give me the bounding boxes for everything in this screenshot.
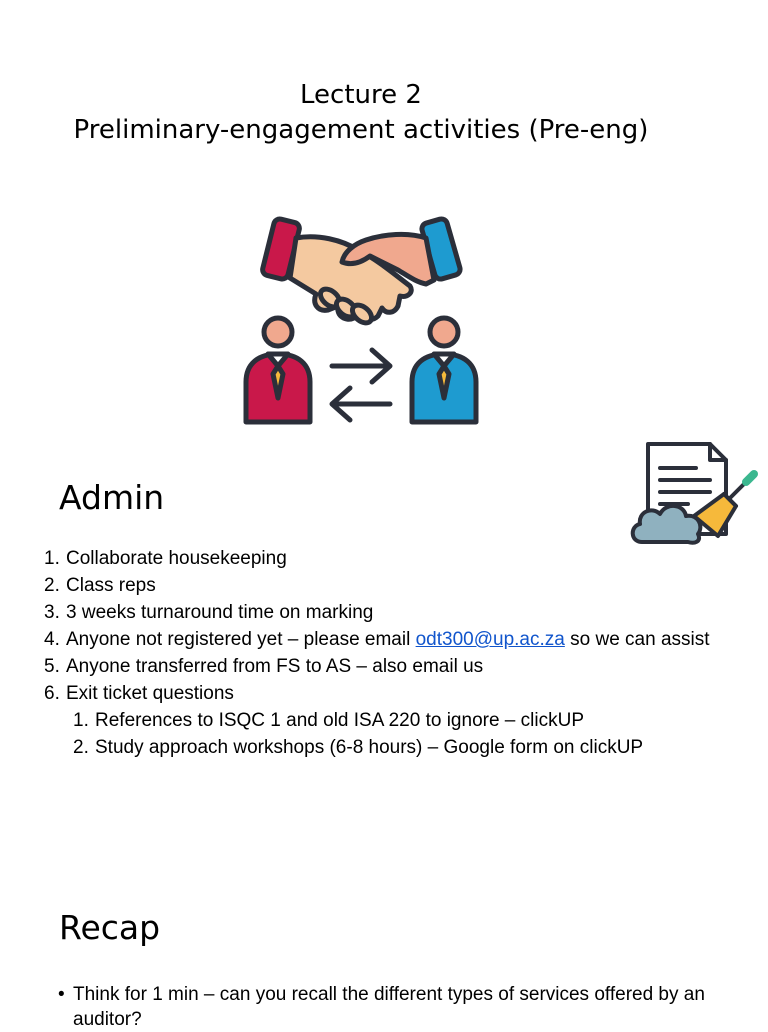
bullet-text: Think for 1 min – can you recall the dif… <box>73 984 705 1030</box>
title-line-2: Preliminary-engagement activities (Pre-e… <box>73 115 649 145</box>
list-text: Anyone not registered yet – please email… <box>66 626 744 653</box>
bullet-item: • Think for 1 min – can you recall the d… <box>58 982 738 1032</box>
list-text: Collaborate housekeeping <box>66 548 287 569</box>
title-line-1: Lecture 2 <box>300 80 422 110</box>
text-after-link: so we can assist <box>564 629 710 650</box>
handshake-exchange-icon <box>243 216 479 425</box>
list-text: References to ISQC 1 and old ISA 220 to … <box>95 710 584 731</box>
list-text: Class reps <box>66 575 156 596</box>
bullet-symbol: • <box>58 984 65 1005</box>
list-item: 3. 3 weeks turnaround time on marking <box>44 599 744 626</box>
list-number: 5. <box>44 656 60 677</box>
list-text: Exit ticket questions <box>66 683 234 704</box>
list-number: 2. <box>44 575 60 596</box>
list-number: 1. <box>73 710 89 731</box>
list-number: 2. <box>73 737 89 758</box>
list-item: 5. Anyone transferred from FS to AS – al… <box>44 653 744 680</box>
admin-list: 1. Collaborate housekeeping 2. Class rep… <box>44 545 744 761</box>
recap-heading: Recap <box>59 908 161 947</box>
recap-bullets: • Think for 1 min – can you recall the d… <box>58 982 738 1032</box>
list-number: 1. <box>44 548 60 569</box>
list-item: 6. Exit ticket questions <box>44 680 744 707</box>
list-item: 4. Anyone not registered yet – please em… <box>44 626 744 653</box>
email-link[interactable]: odt300@up.ac.za <box>415 629 565 650</box>
list-item: 2. Class reps <box>44 572 744 599</box>
list-text: Study approach workshops (6-8 hours) – G… <box>95 737 644 758</box>
sub-list-item: 1. References to ISQC 1 and old ISA 220 … <box>44 707 744 734</box>
list-text: 3 weeks turnaround time on marking <box>66 602 374 623</box>
admin-heading: Admin <box>59 478 165 517</box>
list-number: 3. <box>44 602 60 623</box>
list-item: 1. Collaborate housekeeping <box>44 545 744 572</box>
document-broom-icon <box>630 442 758 545</box>
sub-list-item: 2. Study approach workshops (6-8 hours) … <box>44 734 744 761</box>
list-number: 6. <box>44 683 60 704</box>
page-title: Lecture 2 Preliminary-engagement activit… <box>0 78 722 148</box>
list-number: 4. <box>44 629 60 650</box>
text-before-link: Anyone not registered yet – please email <box>66 629 416 650</box>
list-text: Anyone transferred from FS to AS – also … <box>66 656 484 677</box>
